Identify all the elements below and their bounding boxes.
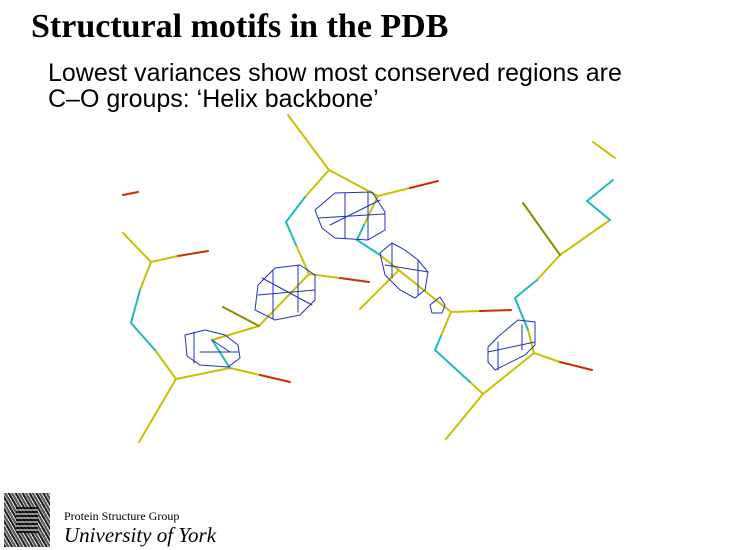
university-name: University of York (64, 523, 217, 547)
electron-density-mesh (184, 191, 536, 371)
subtitle-line: C–O groups: ‘Helix backbone’ (48, 85, 379, 113)
backbone-bonds (122, 114, 616, 443)
oxygen-bonds (122, 180, 593, 383)
subtitle-line: Lowest variances show most conserved reg… (48, 59, 622, 87)
slide-subtitle: Lowest variances show most conserved reg… (48, 60, 622, 112)
university-logo (4, 493, 50, 547)
side-chain-bonds (222, 202, 561, 327)
nitrogen-bonds (129, 179, 614, 383)
slide-title: Structural motifs in the PDB (31, 8, 449, 45)
group-name: Protein Structure Group (64, 509, 180, 523)
